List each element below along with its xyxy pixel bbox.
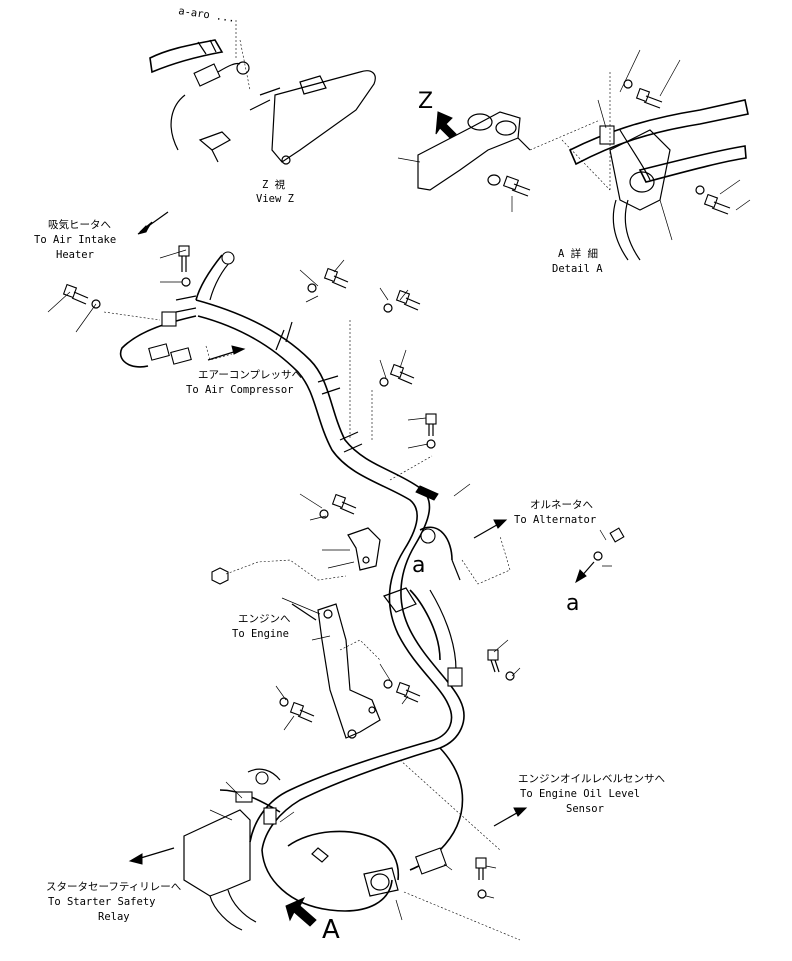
clamp-a	[383, 587, 417, 613]
mid-bracket	[347, 527, 381, 571]
arrow-alternator	[493, 519, 508, 529]
bolt	[389, 363, 415, 385]
washer	[593, 551, 603, 561]
engine-label-jp: エンジンへ	[238, 613, 291, 625]
view-z-connector	[193, 63, 221, 87]
bolt	[395, 289, 421, 311]
detail-a-label-en: Detail A	[552, 263, 603, 275]
z-bracket-group: Z	[397, 89, 601, 212]
branch-air-intake	[195, 254, 223, 301]
oil-level-label-en2: Sensor	[566, 803, 604, 815]
view-z-bracket	[271, 70, 376, 163]
bolt	[425, 413, 437, 436]
air-intake-label-jp: 吸気ヒータへ	[48, 218, 111, 231]
washer	[426, 439, 436, 449]
washer	[379, 377, 389, 387]
oil-level-label-en1: To Engine Oil Level	[520, 788, 640, 800]
view-z-label-jp: Z 視	[262, 178, 286, 191]
detail-a-label-jp: A 詳 細	[558, 247, 598, 260]
bolt	[323, 267, 349, 289]
engine-bracket	[317, 603, 381, 739]
arrow-air-compressor	[231, 345, 246, 355]
fasteners	[62, 245, 625, 899]
arrow-a	[575, 569, 587, 584]
clamp-lower	[363, 867, 399, 897]
bolt	[62, 283, 89, 305]
lower-loop	[261, 849, 393, 912]
engine-label-en: To Engine	[232, 628, 289, 640]
clamp-a-label: a	[412, 553, 425, 578]
lower-trunk-a	[261, 747, 441, 851]
main-trunk-b	[197, 315, 453, 741]
labels: 吸気ヒータへ To Air Intake Heater エアーコンプレッサへ T…	[34, 218, 665, 945]
detail-a-inset: A 詳 細 Detail A	[552, 49, 751, 275]
washer	[505, 671, 515, 681]
washer	[279, 697, 289, 707]
bolt	[331, 493, 357, 515]
bolt	[487, 649, 500, 673]
arrow-detail-a	[285, 896, 317, 927]
washer	[91, 299, 101, 309]
z-bracket-plate	[417, 111, 521, 191]
nut	[211, 567, 229, 585]
washer	[181, 277, 191, 287]
bolt	[178, 245, 190, 272]
z-marker-label: Z	[418, 89, 433, 114]
starter-label-jp: スタータセーフティリレーへ	[46, 881, 181, 893]
washer	[383, 303, 393, 313]
air-intake-label-en1: To Air Intake	[34, 234, 116, 246]
leader-lines	[47, 249, 612, 941]
alternator-label-en: To Alternator	[514, 514, 596, 526]
main-harness	[119, 251, 465, 912]
bolt	[289, 701, 315, 723]
branch-engine	[409, 589, 441, 661]
arrow-starter	[128, 853, 143, 865]
starter-label-en1: To Starter Safety	[48, 896, 155, 908]
oil-level-label-jp: エンジンオイルレベルセンサへ	[518, 773, 665, 785]
arrow-oil-level	[513, 807, 528, 817]
alternator-label-jp: オルネータへ	[530, 499, 593, 511]
detail-a-harness-lower	[638, 145, 747, 183]
air-comp-label-en: To Air Compressor	[186, 384, 293, 396]
connector-left-2	[170, 347, 192, 365]
view-z-inset: a-aro ... Z 視 View Z	[149, 5, 376, 205]
a-label: a	[566, 591, 579, 616]
main-trunk-a	[195, 299, 465, 749]
top-note: a-aro ...	[178, 5, 236, 25]
view-z-clamp	[198, 131, 231, 151]
connector-left-1	[148, 343, 170, 361]
air-comp-label-jp: エアーコンプレッサへ	[198, 369, 302, 381]
washer	[477, 889, 487, 899]
detail-a-marker: A	[322, 915, 340, 945]
bolt	[475, 857, 487, 880]
lower-trunk-b	[249, 739, 435, 843]
branch-alternator	[419, 526, 453, 561]
bolt	[609, 527, 625, 543]
direction-arrows	[128, 211, 595, 927]
view-z-label-en: View Z	[256, 193, 294, 205]
z-direction-arrow	[435, 111, 457, 139]
bolt	[395, 681, 421, 703]
starter-bracket	[183, 809, 257, 931]
air-intake-label-en2: Heater	[56, 249, 94, 261]
washer	[307, 283, 317, 293]
view-z-harness	[149, 39, 224, 74]
washer	[319, 509, 329, 519]
washer	[383, 679, 393, 689]
detail-a-harness-upper	[568, 99, 749, 166]
connector-oil-level	[415, 847, 447, 875]
starter-label-en2: Relay	[98, 911, 130, 923]
